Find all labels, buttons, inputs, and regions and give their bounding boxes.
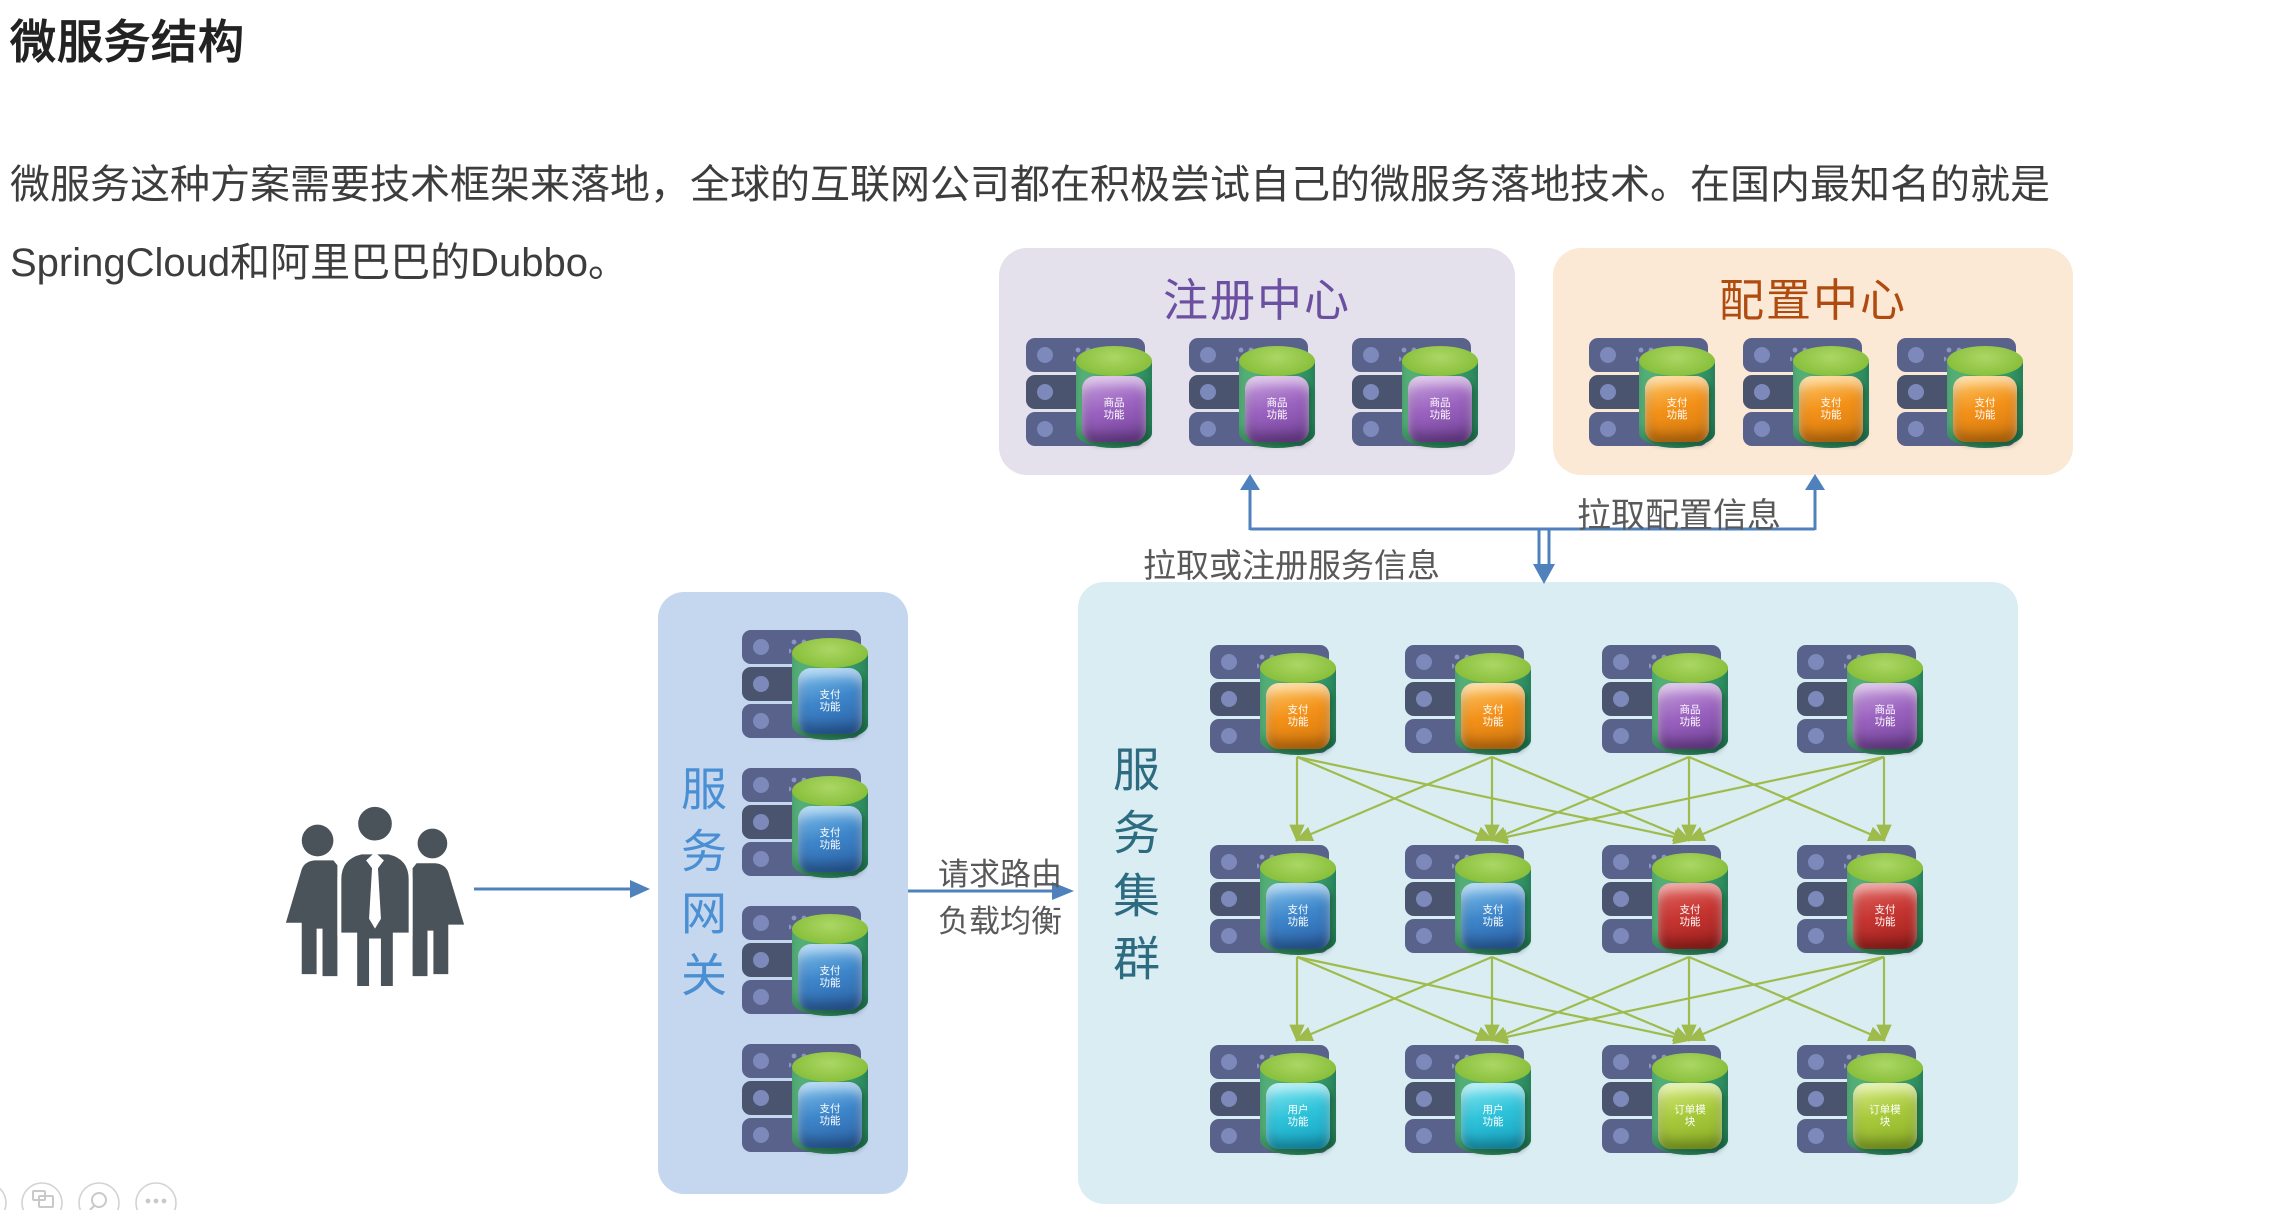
- service-cube: 商品功能: [1408, 376, 1472, 442]
- more-icon[interactable]: [135, 1182, 177, 1210]
- server-icon-gateway-2: 支付功能: [742, 906, 887, 1024]
- database-cylinder-icon: 支付功能: [792, 914, 868, 1020]
- database-cylinder-icon: 支付功能: [1455, 853, 1531, 959]
- database-cylinder-icon: 订单模块: [1847, 1053, 1923, 1159]
- service-cube: 支付功能: [1658, 883, 1722, 949]
- service-cube: 支付功能: [1461, 683, 1525, 749]
- database-cylinder-icon: 用户功能: [1260, 1053, 1336, 1159]
- server-icon-registry-1: 商品功能: [1189, 338, 1334, 456]
- server-icon-cluster-1: 支付功能: [1405, 645, 1550, 763]
- service-cube: 商品功能: [1853, 683, 1917, 749]
- server-icon-cluster-0: 支付功能: [1210, 645, 1355, 763]
- database-cylinder-icon: 支付功能: [1639, 346, 1715, 452]
- database-cylinder-icon: 商品功能: [1402, 346, 1478, 452]
- service-cube: 订单模块: [1658, 1083, 1722, 1149]
- database-cylinder-icon: 支付功能: [1947, 346, 2023, 452]
- database-cylinder-icon: 支付功能: [1793, 346, 1869, 452]
- clients-to-gateway-arrow: [474, 880, 650, 898]
- database-cylinder-icon: 支付功能: [792, 638, 868, 744]
- service-cube: 订单模块: [1853, 1083, 1917, 1149]
- database-cylinder-icon: 支付功能: [1847, 853, 1923, 959]
- server-icon-config-0: 支付功能: [1589, 338, 1734, 456]
- partial-icon[interactable]: [0, 1183, 7, 1210]
- database-cylinder-icon: 用户功能: [1455, 1053, 1531, 1159]
- service-cube: 商品功能: [1658, 683, 1722, 749]
- service-cube: 支付功能: [1799, 376, 1863, 442]
- server-icon-cluster-10: 订单模块: [1602, 1045, 1747, 1163]
- service-cube: 支付功能: [1461, 883, 1525, 949]
- gateway-to-cluster-arrow: [908, 882, 1074, 900]
- server-icon-cluster-8: 用户功能: [1210, 1045, 1355, 1163]
- database-cylinder-icon: 商品功能: [1847, 653, 1923, 759]
- service-cube: 支付功能: [1853, 883, 1917, 949]
- service-cube: 用户功能: [1266, 1083, 1330, 1149]
- server-icon-config-1: 支付功能: [1743, 338, 1888, 456]
- body-line-2: SpringCloud和阿里巴巴的Dubbo。: [10, 241, 629, 285]
- page-title: 微服务结构: [10, 16, 245, 68]
- slides-icon[interactable]: [21, 1182, 63, 1210]
- server-icon-cluster-5: 支付功能: [1405, 845, 1550, 963]
- route-line-2: 负载均衡: [938, 904, 1062, 939]
- body-text: 微服务这种方案需要技术框架来落地，全球的互联网公司都在积极尝试自己的微服务落地技…: [10, 146, 2190, 302]
- server-icon-registry-2: 商品功能: [1352, 338, 1497, 456]
- service-cube: 支付功能: [1266, 683, 1330, 749]
- route-label: 请求路由负载均衡: [916, 851, 1084, 945]
- server-icon-cluster-11: 订单模块: [1797, 1045, 1942, 1163]
- database-cylinder-icon: 支付功能: [1455, 653, 1531, 759]
- database-cylinder-icon: 商品功能: [1239, 346, 1315, 452]
- pull-register-label: 拉取或注册服务信息: [1143, 547, 1440, 584]
- server-icon-cluster-4: 支付功能: [1210, 845, 1355, 963]
- database-cylinder-icon: 商品功能: [1652, 653, 1728, 759]
- service-cube: 支付功能: [798, 1082, 862, 1148]
- service-cube: 支付功能: [798, 668, 862, 734]
- server-icon-gateway-1: 支付功能: [742, 768, 887, 886]
- cluster-title: 服务集群: [1106, 745, 1159, 997]
- route-line-1: 请求路由: [938, 857, 1062, 892]
- service-cube: 支付功能: [1266, 883, 1330, 949]
- server-icon-gateway-0: 支付功能: [742, 630, 887, 748]
- service-cube: 支付功能: [1645, 376, 1709, 442]
- server-icon-gateway-3: 支付功能: [742, 1044, 887, 1162]
- server-icon-cluster-7: 支付功能: [1797, 845, 1942, 963]
- pull-config-label: 拉取配置信息: [1577, 497, 1781, 535]
- database-cylinder-icon: 支付功能: [1260, 653, 1336, 759]
- config-title: 配置中心: [1718, 275, 1907, 326]
- gateway-title: 服务网关: [675, 765, 727, 1013]
- database-cylinder-icon: 支付功能: [1652, 853, 1728, 959]
- service-cube: 支付功能: [798, 944, 862, 1010]
- database-cylinder-icon: 支付功能: [792, 776, 868, 882]
- users-icon: [285, 802, 465, 991]
- service-cube: 支付功能: [1953, 376, 2017, 442]
- zoom-icon[interactable]: [78, 1182, 120, 1210]
- database-cylinder-icon: 商品功能: [1076, 346, 1152, 452]
- registry-title: 注册中心: [1162, 275, 1351, 326]
- server-icon-cluster-3: 商品功能: [1797, 645, 1942, 763]
- server-icon-cluster-6: 支付功能: [1602, 845, 1747, 963]
- registry-config-arrows: [1240, 474, 1825, 584]
- bottom-toolbar: [0, 1182, 177, 1210]
- server-icon-config-2: 支付功能: [1897, 338, 2042, 456]
- service-cube: 用户功能: [1461, 1083, 1525, 1149]
- body-line-1: 微服务这种方案需要技术框架来落地，全球的互联网公司都在积极尝试自己的微服务落地技…: [10, 163, 2050, 207]
- service-cube: 支付功能: [798, 806, 862, 872]
- server-icon-cluster-9: 用户功能: [1405, 1045, 1550, 1163]
- service-cube: 商品功能: [1245, 376, 1309, 442]
- database-cylinder-icon: 支付功能: [792, 1052, 868, 1158]
- database-cylinder-icon: 订单模块: [1652, 1053, 1728, 1159]
- server-icon-registry-0: 商品功能: [1026, 338, 1171, 456]
- server-icon-cluster-2: 商品功能: [1602, 645, 1747, 763]
- database-cylinder-icon: 支付功能: [1260, 853, 1336, 959]
- service-cube: 商品功能: [1082, 376, 1146, 442]
